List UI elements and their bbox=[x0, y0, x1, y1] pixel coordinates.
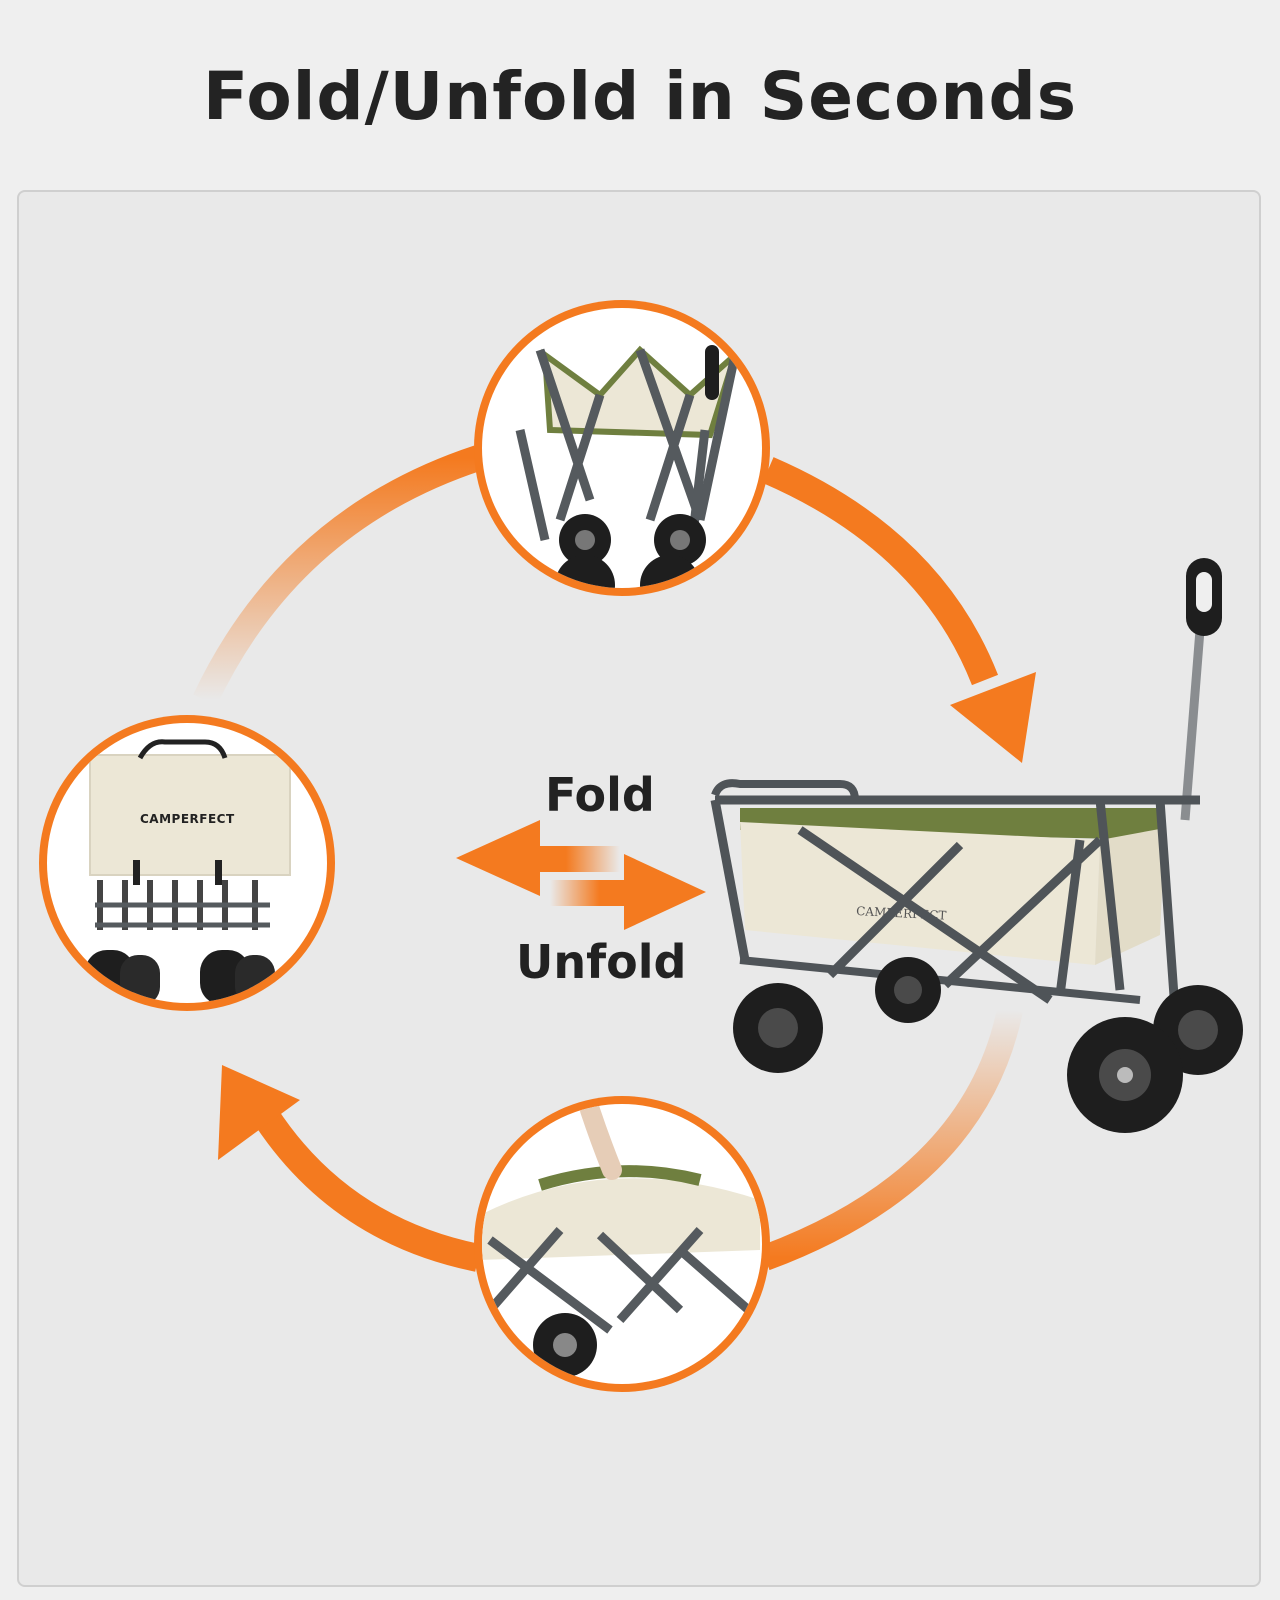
fold-arrow bbox=[456, 820, 620, 896]
brand-logo-folded: CAMPERFECT bbox=[140, 812, 235, 826]
photo-folding-action bbox=[474, 1096, 770, 1392]
photo-half-folded bbox=[474, 300, 770, 596]
cycle-arrows bbox=[193, 445, 1036, 1272]
wheel-mid-left bbox=[875, 957, 941, 1023]
arc-bottom-left-arrowhead bbox=[218, 1065, 300, 1160]
arc-top-right bbox=[762, 457, 999, 686]
arc-bottom-left bbox=[253, 1107, 481, 1272]
unfolded-wagon-photo: CAMPERFECT bbox=[710, 558, 1243, 1133]
arc-bottom-right bbox=[760, 1007, 1023, 1271]
arc-top-left bbox=[193, 445, 483, 706]
unfold-arrow bbox=[550, 854, 706, 930]
arc-top-right-arrowhead bbox=[950, 672, 1036, 763]
wheel-front-left bbox=[733, 983, 823, 1073]
page-title: Fold/Unfold in Seconds bbox=[202, 58, 1078, 135]
fold-label: Fold bbox=[545, 768, 655, 822]
photo-fully-folded: CAMPERFECT bbox=[39, 715, 335, 1011]
wheel-rear-front bbox=[1067, 1017, 1183, 1133]
unfold-label: Unfold bbox=[516, 935, 687, 989]
